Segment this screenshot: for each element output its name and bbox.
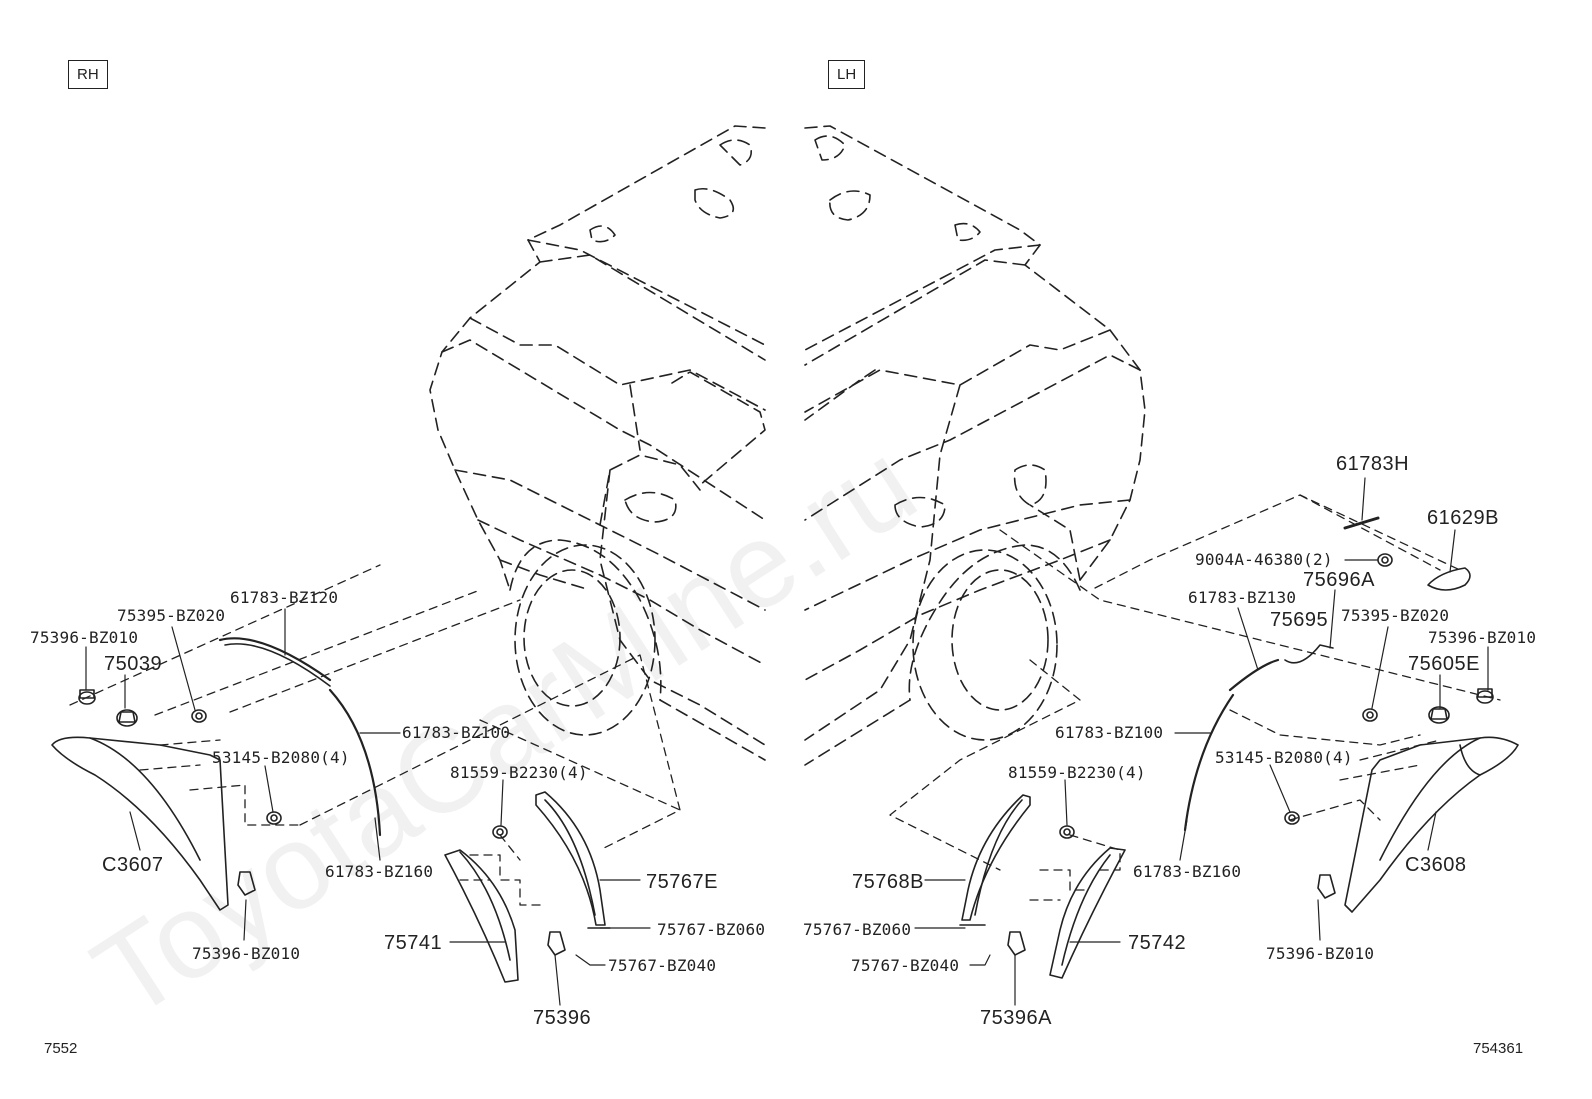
part-callout[interactable]: 81559-B2230(4) bbox=[1008, 763, 1146, 782]
part-callout[interactable]: 61783-BZ130 bbox=[1188, 588, 1297, 607]
part-callout[interactable]: 75767E bbox=[646, 871, 718, 893]
part-callout[interactable]: 75605E bbox=[1408, 653, 1480, 675]
part-callout[interactable]: 75396A bbox=[980, 1007, 1052, 1029]
rh-vehicle-phantom bbox=[429, 125, 766, 761]
lh-parts bbox=[889, 477, 1519, 1006]
part-callout[interactable]: 75039 bbox=[104, 653, 163, 675]
part-callout[interactable]: 75396 bbox=[533, 1007, 592, 1029]
lh-vehicle-phantom bbox=[804, 125, 1146, 766]
footer-right-code: 754361 bbox=[1473, 1040, 1524, 1057]
part-callout[interactable]: 75767-BZ060 bbox=[657, 920, 766, 939]
part-callout[interactable]: C3607 bbox=[102, 854, 164, 876]
part-callout[interactable]: 81559-B2230(4) bbox=[450, 763, 588, 782]
part-callout[interactable]: 75767-BZ040 bbox=[851, 956, 960, 975]
lh-side-label: LH bbox=[828, 60, 866, 89]
part-callout[interactable]: 9004A-46380(2) bbox=[1195, 550, 1333, 569]
part-callout[interactable]: 75696A bbox=[1303, 569, 1375, 591]
part-callout[interactable]: C3608 bbox=[1405, 854, 1467, 876]
part-callout[interactable]: 61783H bbox=[1336, 453, 1410, 475]
part-callout[interactable]: 61783-BZ100 bbox=[402, 723, 511, 742]
part-callout[interactable]: 75742 bbox=[1128, 932, 1187, 954]
part-callout[interactable]: 61783-BZ160 bbox=[325, 862, 434, 881]
part-callout[interactable]: 75741 bbox=[384, 932, 443, 954]
part-callout[interactable]: 75396-BZ010 bbox=[1266, 944, 1375, 963]
part-callout[interactable]: 61783-BZ160 bbox=[1133, 862, 1242, 881]
part-callout[interactable]: 75395-BZ020 bbox=[117, 606, 226, 625]
part-callout[interactable]: 75767-BZ040 bbox=[608, 956, 717, 975]
part-callout[interactable]: 75396-BZ010 bbox=[30, 628, 139, 647]
part-callout[interactable]: 75396-BZ010 bbox=[192, 944, 301, 963]
part-callout[interactable]: 61629B bbox=[1427, 507, 1499, 529]
rh-parts bbox=[51, 564, 681, 1006]
part-callout[interactable]: 53145-B2080(4) bbox=[1215, 748, 1353, 767]
part-callout[interactable]: 75768B bbox=[852, 871, 924, 893]
part-callout[interactable]: 75395-BZ020 bbox=[1341, 606, 1450, 625]
rh-side-label: RH bbox=[68, 60, 108, 89]
part-callout[interactable]: 75396-BZ010 bbox=[1428, 628, 1537, 647]
part-callout[interactable]: 61783-BZ120 bbox=[230, 588, 339, 607]
footer-left-code: 7552 bbox=[44, 1040, 78, 1057]
part-callout[interactable]: 75695 bbox=[1270, 609, 1329, 631]
part-callout[interactable]: 61783-BZ100 bbox=[1055, 723, 1164, 742]
part-callout[interactable]: 75767-BZ060 bbox=[803, 920, 912, 939]
part-callout[interactable]: 53145-B2080(4) bbox=[212, 748, 350, 767]
